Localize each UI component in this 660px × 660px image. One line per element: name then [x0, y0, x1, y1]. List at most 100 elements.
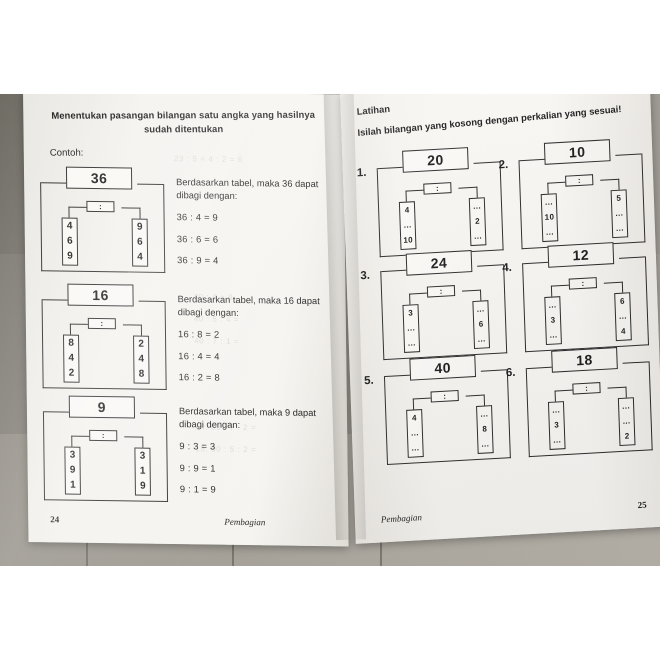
left-factor-column[interactable]: 4 ... 10: [398, 201, 417, 251]
lesson-title: Menentukan pasangan bilangan satu angka …: [51, 108, 316, 135]
exercise-number: 3.: [360, 269, 371, 283]
factor-value: 4: [66, 220, 73, 233]
left-factor-column[interactable]: ... 3 ...: [547, 401, 566, 450]
factor-value: 2: [68, 367, 75, 379]
factor-value: 4: [411, 413, 418, 423]
right-factor-column[interactable]: ... 8 ...: [476, 405, 494, 454]
example-block: 36 : 4 6 9 9 6: [38, 166, 339, 278]
operator-box: :: [423, 182, 452, 195]
page-number: 24: [50, 514, 60, 525]
operator-box: :: [430, 389, 459, 403]
dividend-box: 36: [65, 166, 133, 190]
factor-value: 9: [140, 480, 146, 492]
equation: 9 : 3 = 3: [179, 440, 216, 453]
exercise-number: 4.: [502, 261, 513, 275]
dividend-box: 24: [405, 250, 473, 276]
factor-value: ...: [615, 223, 625, 233]
factor-value: 6: [67, 235, 73, 247]
example-statement: Berdasarkan tabel, maka 36 dapat dibagi …: [176, 177, 319, 202]
example-explanation: Berdasarkan tabel, maka 16 dapat dibagi …: [178, 293, 339, 386]
dividend-box: 40: [409, 354, 477, 381]
exercise-number: 5.: [363, 374, 374, 388]
right-factor-column[interactable]: ... 6 ...: [472, 300, 491, 350]
left-factor-column[interactable]: ... 10 ...: [540, 193, 559, 243]
exercise-item[interactable]: 5. 40 : 4 ... ...: [363, 353, 511, 466]
example-statement: Berdasarkan tabel, maka 9 dapat dibagi d…: [178, 406, 317, 431]
exercise-item[interactable]: 6. 18 : ... 3 ...: [505, 345, 653, 458]
exercise-item[interactable]: 2. 10 : ... 10 ...: [498, 138, 646, 250]
factor-value: ...: [618, 311, 628, 321]
dividend-box: 18: [551, 347, 618, 373]
factor-value: 9: [136, 221, 143, 233]
left-factor-column[interactable]: 3 ... ...: [402, 304, 421, 353]
factor-value: ...: [615, 208, 624, 218]
factor-value: ...: [622, 401, 631, 412]
factor-value: 4: [620, 326, 627, 336]
right-factor-column[interactable]: ... ... 2: [617, 397, 636, 447]
dividend-box: 10: [543, 139, 611, 165]
left-factor-column: 4 6 9: [61, 217, 79, 266]
factor-value: 2: [624, 431, 630, 441]
factor-value: ...: [481, 438, 490, 449]
factor-value: 6: [478, 319, 484, 329]
right-factor-column: 9 6 4: [131, 218, 149, 267]
dividend-box: 9: [68, 395, 136, 419]
factor-value: ...: [474, 231, 483, 241]
factor-value: 4: [68, 352, 75, 364]
equation: 16 : 8 = 2: [177, 328, 220, 341]
factor-value: 3: [550, 315, 556, 325]
operator-box: :: [572, 382, 601, 395]
left-factor-column[interactable]: ... 3 ...: [544, 296, 562, 346]
chapter-footer: Pembagian: [224, 516, 266, 528]
factor-value: 3: [139, 450, 146, 462]
example-statement: Berdasarkan tabel, maka 16 dapat dibagi …: [177, 294, 320, 319]
right-factor-column: 2 4 8: [133, 335, 150, 384]
right-factor-column[interactable]: ... 2 ...: [468, 197, 487, 247]
right-factor-column[interactable]: 5 ... ...: [610, 189, 629, 239]
operator-box: :: [86, 200, 115, 213]
factor-value: 4: [404, 205, 410, 216]
example-explanation: Berdasarkan tabel, maka 9 dapat dibagi d…: [179, 405, 340, 498]
dividend-box: 20: [402, 147, 469, 173]
factor-value: 9: [67, 250, 73, 262]
right-factor-column[interactable]: 6 ... 4: [614, 292, 632, 342]
factor-value: ...: [548, 300, 557, 311]
open-book: Menentukan pasangan bilangan satu angka …: [12, 94, 660, 566]
factor-value: 10: [403, 234, 414, 245]
equation: 16 : 2 = 8: [178, 371, 220, 383]
factor-tree-diagram: 9 : 3 9 1 3 1: [41, 395, 174, 505]
equation: 36 : 9 = 4: [177, 254, 219, 266]
factor-value: ...: [407, 337, 416, 348]
page-number: 25: [637, 499, 647, 511]
factor-value: 8: [482, 424, 488, 434]
factor-value: ...: [410, 428, 420, 438]
factor-value: 3: [408, 308, 414, 318]
dividend-box: 16: [67, 283, 134, 307]
factor-tree-diagram: 18 : ... 3 ... ... ...: [523, 345, 659, 460]
factor-value: ...: [403, 220, 412, 230]
exercise-item[interactable]: 4. 12 : ... 3 ...: [502, 241, 650, 353]
chapter-footer: Pembagian: [380, 512, 423, 525]
factor-value: 4: [138, 353, 145, 365]
factor-value: ...: [477, 334, 486, 344]
factor-value: 10: [544, 212, 555, 222]
factor-value: ...: [476, 304, 485, 315]
contoh-label: Contoh:: [49, 147, 84, 159]
factor-value: 8: [138, 368, 145, 380]
exercise-item[interactable]: 3. 24 : 3 ... ...: [360, 248, 508, 361]
factor-value: ...: [407, 323, 416, 333]
left-factor-column: 8 4 2: [62, 334, 80, 383]
operator-box: :: [565, 174, 594, 187]
left-factor-column: 3 9 1: [64, 446, 81, 495]
exercise-number: 2.: [498, 158, 509, 172]
exercise-item[interactable]: 1. 20 : 4 ... 10: [356, 146, 504, 258]
example-block: 16 : 8 4 2 2 4: [39, 283, 340, 395]
factor-value: 1: [69, 479, 76, 491]
factor-value: ...: [552, 405, 561, 416]
factor-tree-diagram: 16 : 8 4 2 2 4: [39, 283, 172, 393]
exercise-number: 6.: [505, 366, 516, 380]
factor-value: 3: [69, 449, 76, 461]
left-factor-column[interactable]: 4 ... ...: [406, 409, 424, 458]
equation: 36 : 4 = 9: [176, 211, 219, 224]
factor-value: ...: [544, 197, 554, 208]
